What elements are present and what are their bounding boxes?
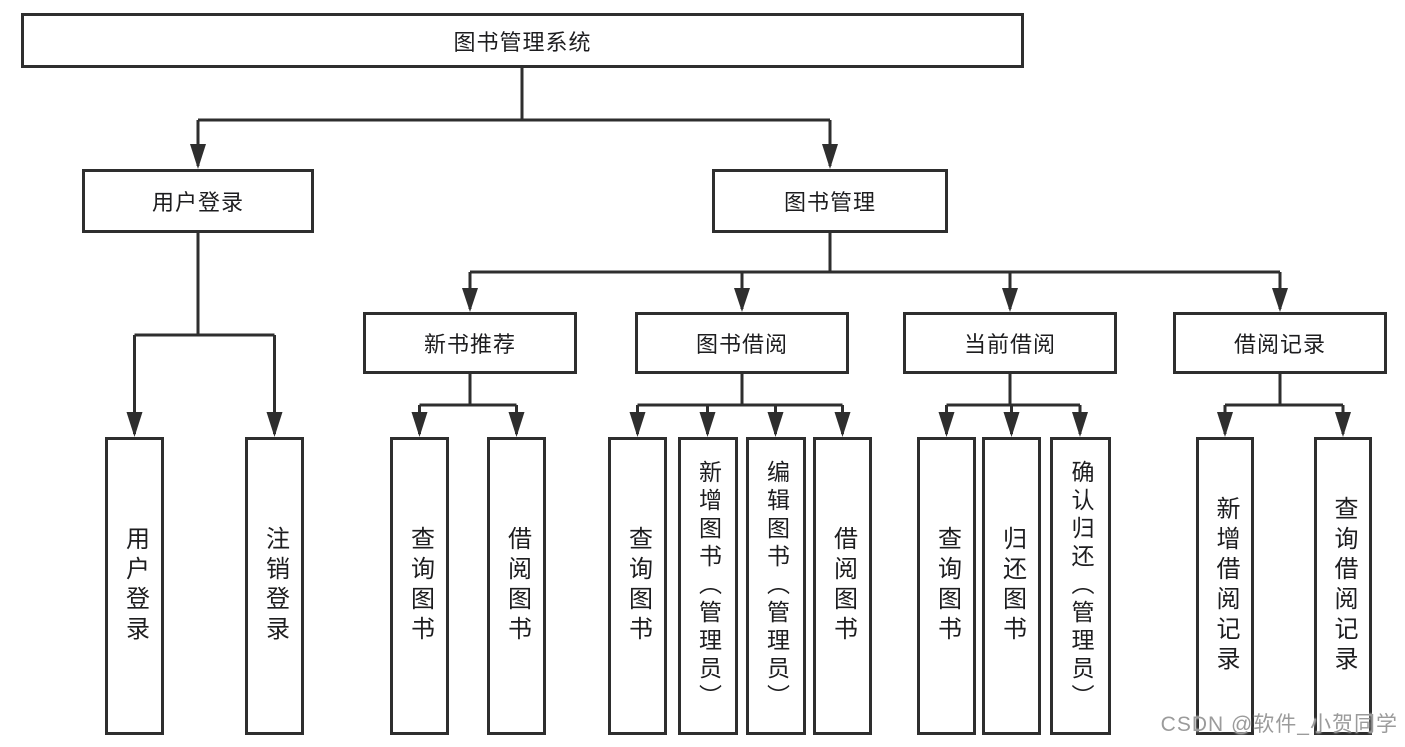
leaf-label: 查询图书 [933, 526, 961, 646]
leaf-user-login: 用户登录 [105, 437, 164, 735]
node-book-management: 图书管理 [712, 169, 948, 233]
node-new-book-recommend: 新书推荐 [363, 312, 577, 374]
node-label: 图书管理系统 [453, 29, 592, 55]
leaf-query-borrow-record: 查询借阅记录 [1314, 437, 1372, 735]
node-current-borrowing: 当前借阅 [903, 312, 1117, 374]
leaf-label: 查询借阅记录 [1330, 496, 1357, 676]
node-label: 新书推荐 [423, 332, 516, 357]
leaf-label: 查询图书 [624, 526, 652, 646]
node-label: 图书借阅 [695, 332, 788, 357]
node-user-login: 用户登录 [82, 169, 314, 233]
leaf-add-books-admin: 新增图书（管理员） [678, 437, 738, 735]
leaf-query-books-borrowing: 查询图书 [608, 437, 667, 735]
csdn-watermark: CSDN @软件_小贺同学 [1160, 713, 1398, 736]
leaf-label: 编辑图书（管理员） [763, 460, 790, 712]
node-label: 当前借阅 [963, 332, 1056, 357]
leaf-label: 新增图书（管理员） [695, 460, 722, 712]
leaf-edit-books-admin: 编辑图书（管理员） [746, 437, 806, 735]
arrowhead-icons [126, 144, 1351, 437]
node-label: 借阅记录 [1233, 332, 1326, 357]
leaf-query-books-current: 查询图书 [917, 437, 976, 735]
leaf-label: 借阅图书 [829, 526, 857, 646]
leaf-query-books-newbook: 查询图书 [390, 437, 449, 735]
node-label: 用户登录 [151, 190, 244, 215]
leaf-label: 注销登录 [261, 526, 289, 646]
leaf-label: 查询图书 [406, 526, 434, 646]
leaf-borrow-books-borrowing: 借阅图书 [813, 437, 872, 735]
leaf-return-books: 归还图书 [982, 437, 1041, 735]
leaf-logout: 注销登录 [245, 437, 304, 735]
node-borrowing-records: 借阅记录 [1173, 312, 1387, 374]
leaf-label: 归还图书 [998, 526, 1026, 646]
node-label: 图书管理 [783, 190, 876, 215]
node-system-root: 图书管理系统 [21, 13, 1024, 68]
node-book-borrowing: 图书借阅 [635, 312, 849, 374]
leaf-label: 确认归还（管理员） [1068, 460, 1094, 712]
leaf-confirm-return-admin: 确认归还（管理员） [1050, 437, 1111, 735]
leaf-borrow-books-newbook: 借阅图书 [487, 437, 546, 735]
leaf-add-borrow-record: 新增借阅记录 [1196, 437, 1254, 735]
leaf-label: 新增借阅记录 [1212, 496, 1239, 676]
leaf-label: 借阅图书 [503, 526, 531, 646]
leaf-label: 用户登录 [121, 526, 149, 646]
